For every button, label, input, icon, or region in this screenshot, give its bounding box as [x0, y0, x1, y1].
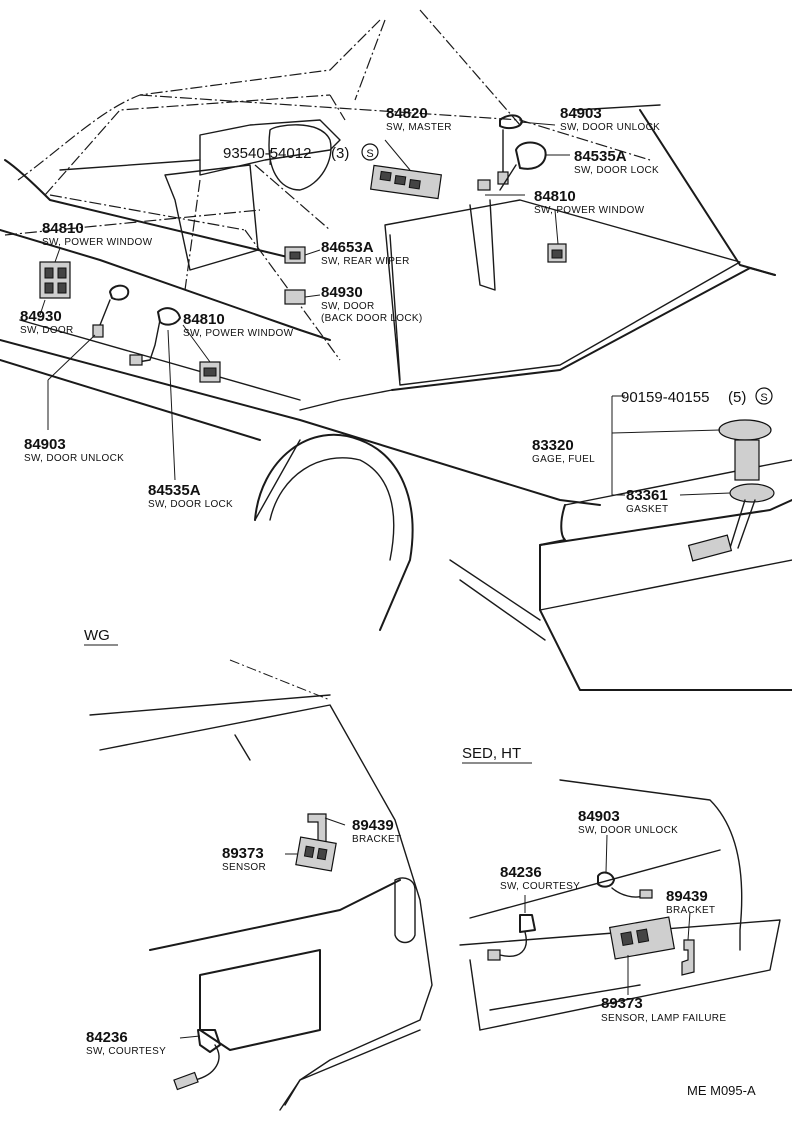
svg-text:89439: 89439 [666, 888, 708, 905]
section-titles: WG SED, HT [84, 627, 532, 764]
fuel-gage-icon [718, 419, 772, 441]
svg-text:84903: 84903 [24, 436, 66, 453]
svg-text:(3): (3) [331, 145, 349, 162]
svg-text:90159-40155: 90159-40155 [621, 389, 709, 406]
courtesy-switch-icon [519, 914, 536, 933]
svg-text:GAGE, FUEL: GAGE, FUEL [532, 454, 595, 465]
screw-symbol-icon [361, 143, 379, 161]
svg-text:89439: 89439 [352, 817, 394, 834]
svg-text:83361: 83361 [626, 487, 668, 504]
screw-label: 93540-54012 (3) S [223, 143, 379, 162]
door-unlock-switch-icon [499, 114, 523, 130]
car-body-top [0, 9, 792, 691]
svg-text:SW, DOOR: SW, DOOR [321, 301, 375, 312]
svg-text:SW, COURTESY: SW, COURTESY [500, 881, 580, 892]
svg-text:SENSOR: SENSOR [222, 862, 266, 873]
door-lock-switch-icon [157, 307, 181, 326]
svg-text:84236: 84236 [500, 864, 542, 881]
part-label: 83320 GAGE, FUEL [532, 437, 595, 465]
gasket-icon [729, 483, 775, 503]
part-label: 84930 SW, DOOR (BACK DOOR LOCK) [321, 284, 422, 324]
door-unlock-switch-icon [109, 284, 130, 301]
part-label: 84930 SW, DOOR [20, 308, 74, 336]
svg-text:SW, DOOR LOCK: SW, DOOR LOCK [148, 499, 233, 510]
sensor-icon [295, 836, 337, 872]
svg-text:BRACKET: BRACKET [666, 905, 715, 916]
svg-text:84653A: 84653A [321, 239, 374, 256]
part-label: 89439 BRACKET [352, 817, 401, 845]
part-label: 84810 SW, POWER WINDOW [183, 311, 294, 339]
wg-view [89, 659, 433, 1111]
screw-label: 90159-40155 (5) S [621, 387, 773, 406]
svg-text:SW, DOOR UNLOCK: SW, DOOR UNLOCK [560, 122, 660, 133]
svg-text:S: S [760, 392, 767, 404]
section-title-wg: WG [84, 627, 110, 644]
part-label: 84903 SW, DOOR UNLOCK [560, 105, 660, 133]
part-label: 89373 SENSOR, LAMP FAILURE [601, 995, 726, 1024]
part-label: 84653A SW, REAR WIPER [321, 239, 410, 267]
screw-labels: 93540-54012 (3) S 90159-40155 (5) S [223, 143, 773, 406]
svg-text:84810: 84810 [42, 220, 84, 237]
svg-text:84930: 84930 [20, 308, 62, 325]
svg-text:84820: 84820 [386, 105, 428, 122]
switch-parts-top [39, 114, 775, 562]
svg-text:SENSOR, LAMP FAILURE: SENSOR, LAMP FAILURE [601, 1013, 726, 1024]
svg-text:S: S [366, 148, 373, 160]
svg-text:SW, POWER WINDOW: SW, POWER WINDOW [534, 205, 645, 216]
svg-text:84930: 84930 [321, 284, 363, 301]
master-switch-icon [369, 164, 443, 200]
svg-text:GASKET: GASKET [626, 504, 668, 515]
part-label: 84810 SW, POWER WINDOW [42, 220, 153, 248]
svg-text:SW, MASTER: SW, MASTER [386, 122, 452, 133]
svg-text:SW, COURTESY: SW, COURTESY [86, 1046, 166, 1057]
section-title-sed-ht: SED, HT [462, 745, 521, 762]
svg-text:83320: 83320 [532, 437, 574, 454]
svg-text:93540-54012: 93540-54012 [223, 145, 311, 162]
svg-text:84535A: 84535A [148, 482, 201, 499]
part-label: 84810 SW, POWER WINDOW [534, 188, 645, 216]
svg-text:89373: 89373 [601, 995, 643, 1012]
svg-text:84903: 84903 [560, 105, 602, 122]
sed-ht-view [459, 779, 781, 1031]
back-door-lock-switch-icon [284, 289, 306, 305]
svg-text:84535A: 84535A [574, 148, 627, 165]
part-label: 84903 SW, DOOR UNLOCK [24, 436, 124, 464]
part-label: 84903 SW, DOOR UNLOCK [578, 808, 678, 836]
svg-text:84903: 84903 [578, 808, 620, 825]
svg-text:SW, POWER WINDOW: SW, POWER WINDOW [183, 328, 294, 339]
part-label: 89373 SENSOR [222, 845, 266, 873]
courtesy-switch-icon [197, 1029, 221, 1053]
door-lock-switch-icon [515, 141, 547, 170]
part-label: 84535A SW, DOOR LOCK [148, 482, 233, 510]
part-label: 89439 BRACKET [666, 888, 715, 916]
svg-text:89373: 89373 [222, 845, 264, 862]
part-label: 84820 SW, MASTER [386, 105, 452, 133]
diagram-code: ME M095-A [687, 1083, 756, 1098]
part-label: 84236 SW, COURTESY [500, 864, 580, 892]
svg-text:SW, DOOR UNLOCK: SW, DOOR UNLOCK [578, 825, 678, 836]
bracket-icon [307, 813, 327, 843]
svg-text:BRACKET: BRACKET [352, 834, 401, 845]
part-label: 83361 GASKET [626, 487, 668, 515]
svg-text:(5): (5) [728, 389, 746, 406]
screw-symbol-icon [755, 387, 773, 405]
part-label: 84236 SW, COURTESY [86, 1029, 166, 1057]
svg-text:84810: 84810 [183, 311, 225, 328]
svg-text:84810: 84810 [534, 188, 576, 205]
svg-text:SW, DOOR LOCK: SW, DOOR LOCK [574, 165, 659, 176]
leader-lines-top [39, 121, 731, 496]
svg-text:SW, REAR WIPER: SW, REAR WIPER [321, 256, 410, 267]
svg-text:SW, POWER WINDOW: SW, POWER WINDOW [42, 237, 153, 248]
part-labels: 84820 SW, MASTER 84903 SW, DOOR UNLOCK 8… [20, 105, 726, 1057]
bracket-icon [681, 939, 695, 976]
svg-text:SW, DOOR UNLOCK: SW, DOOR UNLOCK [24, 453, 124, 464]
door-unlock-switch-icon [597, 871, 615, 888]
svg-text:84236: 84236 [86, 1029, 128, 1046]
part-label: 84535A SW, DOOR LOCK [574, 148, 659, 176]
svg-text:(BACK DOOR LOCK): (BACK DOOR LOCK) [321, 313, 422, 324]
svg-text:SW, DOOR: SW, DOOR [20, 325, 74, 336]
